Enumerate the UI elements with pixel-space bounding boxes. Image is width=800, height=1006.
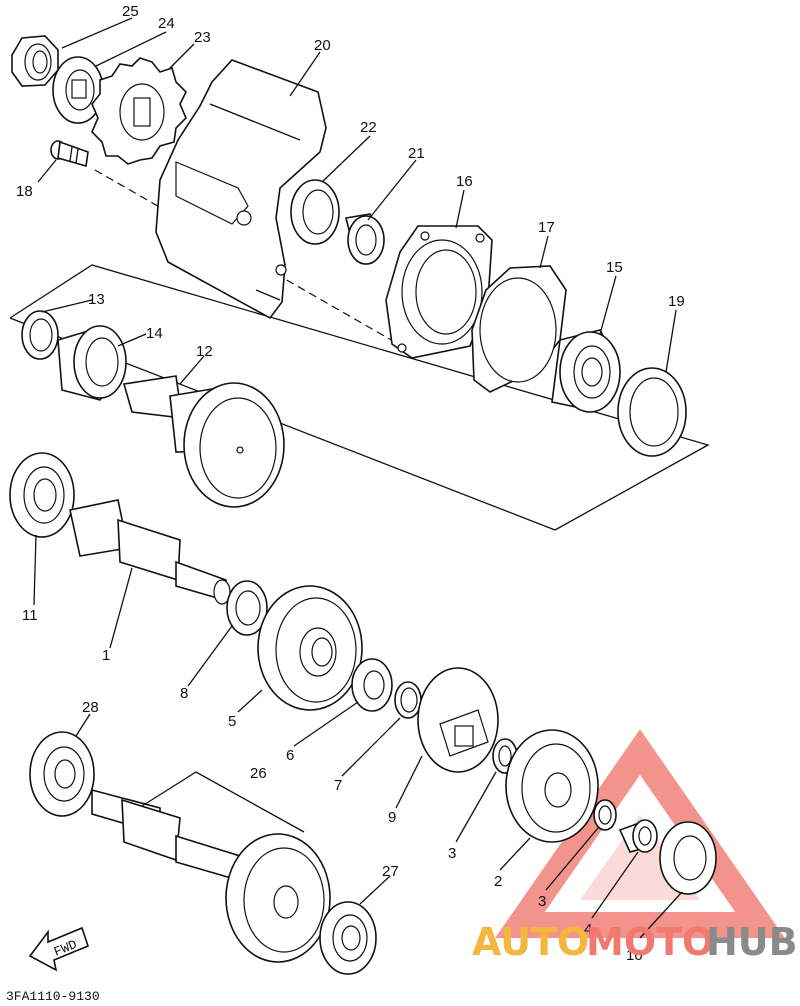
- part-22-oil-seal: [290, 179, 340, 245]
- callout-17: 17: [538, 219, 555, 236]
- part-15-bearing: [551, 329, 621, 413]
- callout-3b: 3: [538, 893, 546, 910]
- part-14-needle-bearing: [57, 325, 127, 401]
- part-5-gear: [257, 585, 363, 711]
- part-10-oil-seal: [659, 821, 717, 895]
- fwd-arrow: FWD: [28, 926, 89, 972]
- callout-7: 7: [334, 777, 342, 794]
- part-18-bolt: [50, 140, 89, 168]
- callout-18: 18: [16, 183, 33, 200]
- callout-13: 13: [88, 291, 105, 308]
- callout-12: 12: [196, 343, 213, 360]
- part-16-bearing-housing: [385, 225, 493, 359]
- callout-8: 8: [180, 685, 188, 702]
- callout-14: 14: [146, 325, 163, 342]
- callout-22: 22: [360, 119, 377, 136]
- part-27-bearing: [319, 901, 377, 975]
- part-20-cover: [155, 59, 327, 320]
- part-3-washer-b: [593, 799, 617, 831]
- part-8-washer: [226, 580, 268, 636]
- part-9-dog-clutch: [417, 667, 499, 773]
- callout-11: 11: [22, 607, 38, 624]
- part-23-sprocket: [91, 57, 187, 165]
- callout-2: 2: [494, 873, 502, 890]
- part-11-bearing: [9, 452, 75, 538]
- part-6-washer: [351, 658, 393, 712]
- watermark-hub: HUB: [706, 920, 798, 964]
- callout-21: 21: [408, 145, 425, 162]
- callout-3a: 3: [448, 845, 456, 862]
- part-21-collar: [345, 213, 385, 265]
- callout-28: 28: [82, 699, 99, 716]
- leader-lines: [33, 17, 683, 939]
- callout-16: 16: [456, 173, 473, 190]
- part-4-collar: [618, 819, 658, 853]
- callout-23: 23: [194, 29, 211, 46]
- part-25-nut: [11, 35, 59, 87]
- callout-15: 15: [606, 259, 623, 276]
- part-12-gear-shaft: [122, 375, 285, 508]
- watermark-auto: AUTO: [472, 920, 589, 964]
- diagram-caption: 3FA1110-9130: [6, 989, 100, 1004]
- callout-4: 4: [584, 921, 592, 938]
- watermark-moto: MOTO: [586, 920, 714, 964]
- part-17-gasket: [471, 265, 567, 393]
- callout-1: 1: [102, 647, 110, 664]
- callout-24: 24: [158, 15, 175, 32]
- callout-20: 20: [314, 37, 331, 54]
- callout-6: 6: [286, 747, 294, 764]
- callout-5: 5: [228, 713, 236, 730]
- watermark-text: AUTO MOTO HUB: [472, 920, 798, 964]
- callout-27: 27: [382, 863, 399, 880]
- part-1-main-shaft: [69, 499, 231, 605]
- part-28-bearing: [29, 731, 95, 817]
- part-13-washer: [21, 310, 59, 360]
- part-2-gear: [505, 729, 599, 843]
- part-19-retainer: [617, 367, 687, 457]
- part-7-circlip: [394, 681, 422, 719]
- part-24-lock-washer: [52, 56, 104, 124]
- part-26-drive-axle: [91, 788, 331, 963]
- callout-25: 25: [122, 3, 139, 20]
- callout-26: 26: [250, 765, 267, 782]
- callout-9: 9: [388, 809, 396, 826]
- callout-19: 19: [668, 293, 685, 310]
- callout-labels: 25 24 23 20 22 21 16 17 15 19 18 13 14 1…: [16, 3, 685, 964]
- callout-10: 10: [626, 947, 643, 964]
